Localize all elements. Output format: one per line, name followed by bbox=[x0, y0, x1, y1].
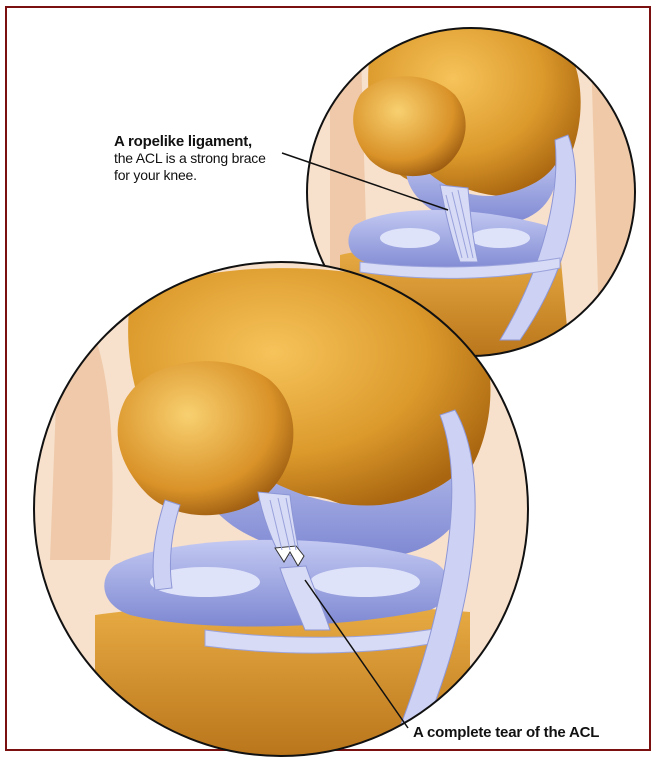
acl-tear-callout-text: A complete tear of the ACL bbox=[413, 724, 599, 741]
callout-line-1: the ACL is a strong brace bbox=[114, 150, 314, 167]
acl-callout-text: A ropelike ligament, the ACL is a strong… bbox=[114, 133, 314, 184]
meniscus-hole-left bbox=[380, 228, 440, 248]
callout-heading: A ropelike ligament, bbox=[114, 133, 314, 150]
callout-line-2: for your knee. bbox=[114, 167, 314, 184]
meniscus-hole-right bbox=[470, 228, 530, 248]
meniscus-hole-right bbox=[310, 567, 420, 597]
